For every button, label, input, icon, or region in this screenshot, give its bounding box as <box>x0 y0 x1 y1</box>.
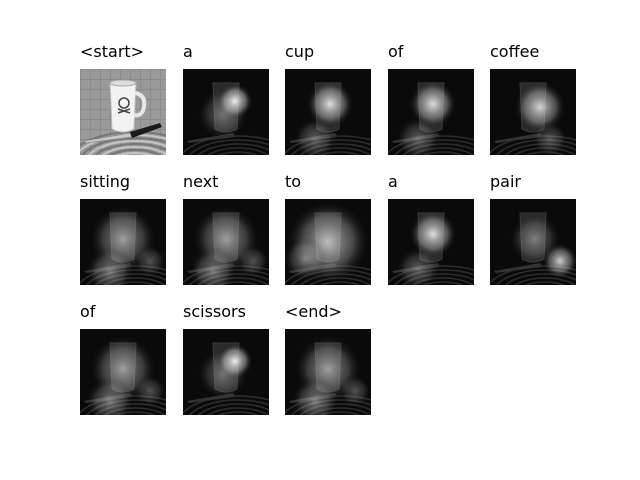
caption-word: coffee <box>490 42 540 61</box>
attention-panel: coffee <box>490 41 576 155</box>
attention-panel: to <box>285 171 371 285</box>
attention-panel: <start> <box>80 41 166 155</box>
attention-heatmap <box>285 200 370 284</box>
caption-word: next <box>183 172 219 191</box>
knife-icon <box>83 123 162 144</box>
attention-panel: pair <box>490 171 576 285</box>
attention-panel: next <box>183 171 269 285</box>
attention-panel: of <box>388 41 474 155</box>
caption-word: a <box>388 172 398 191</box>
attention-heatmap <box>86 205 166 285</box>
attention-map <box>388 199 474 285</box>
attention-map <box>490 199 576 285</box>
caption-word: cup <box>285 42 315 61</box>
caption-word: a <box>183 42 193 61</box>
caption-word: of <box>80 302 96 321</box>
attention-heatmap <box>509 213 576 279</box>
attention-map <box>80 329 166 415</box>
attention-panel: cup <box>285 41 371 155</box>
attention-heatmap <box>197 83 253 140</box>
caption-word: to <box>285 172 302 191</box>
source-image <box>80 69 166 155</box>
attention-heatmap <box>291 335 371 415</box>
attention-heatmap <box>189 205 269 285</box>
attention-map <box>183 199 269 285</box>
attention-map <box>285 329 371 415</box>
attention-map <box>285 199 371 285</box>
attention-panel: a <box>183 41 269 155</box>
attention-map <box>80 199 166 285</box>
attention-heatmap <box>514 81 568 155</box>
caption-word: of <box>388 42 404 61</box>
attention-panel: of <box>80 301 166 415</box>
mug-icon <box>109 79 147 133</box>
caption-word: pair <box>490 172 521 191</box>
attention-heatmap <box>293 80 354 155</box>
attention-heatmap <box>396 80 457 155</box>
attention-heatmap <box>396 210 457 285</box>
attention-map <box>183 329 269 415</box>
attention-heatmap <box>197 343 253 400</box>
caption-word: sitting <box>80 172 131 191</box>
attention-panel: a <box>388 171 474 285</box>
attention-panel: <end> <box>285 301 371 415</box>
caption-word: <end> <box>285 302 342 321</box>
attention-map <box>285 69 371 155</box>
attention-heatmap <box>86 335 166 415</box>
attention-map <box>490 69 576 155</box>
attention-map <box>183 69 269 155</box>
attention-map <box>388 69 474 155</box>
caption-word: scissors <box>183 302 246 321</box>
caption-word: <start> <box>80 42 145 61</box>
attention-panel: scissors <box>183 301 269 415</box>
attention-panel: sitting <box>80 171 166 285</box>
